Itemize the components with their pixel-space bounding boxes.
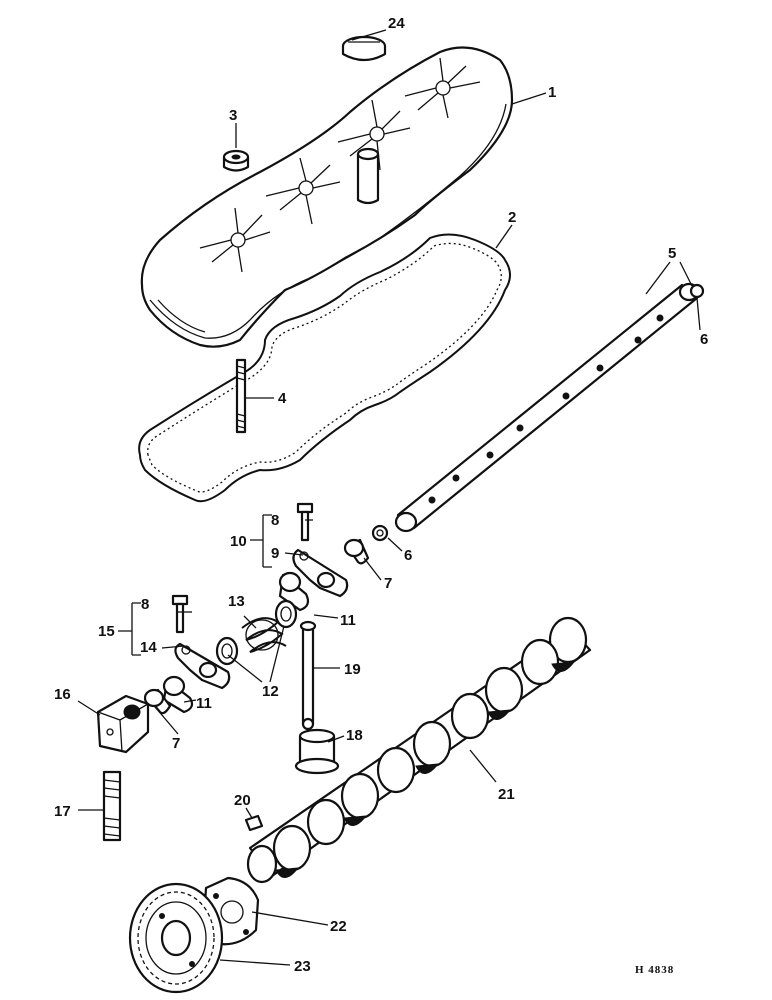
callout-4: 4 xyxy=(278,390,287,407)
cover-stud xyxy=(235,358,247,434)
callout-6-lower: 6 xyxy=(404,547,412,564)
valve-spring xyxy=(241,617,287,653)
push-rod xyxy=(299,620,317,731)
callout-5: 5 xyxy=(668,245,676,262)
callout-24: 24 xyxy=(388,15,405,32)
callout-3: 3 xyxy=(229,107,237,124)
callout-1: 1 xyxy=(548,84,556,101)
shaft-plug-upper xyxy=(689,283,705,299)
valve-cover xyxy=(140,46,514,348)
rocker-arm-lower xyxy=(174,642,231,690)
callout-11-lower: 11 xyxy=(196,695,212,712)
leader-lines xyxy=(77,29,701,966)
valve-cover-gasket xyxy=(138,233,511,503)
rocker-bushing-upper xyxy=(278,571,310,612)
rocker-support xyxy=(96,694,150,754)
shaft-plug-lower xyxy=(371,524,389,542)
callout-13: 13 xyxy=(228,593,245,610)
callout-20: 20 xyxy=(234,792,251,809)
camshaft-key xyxy=(244,814,264,832)
callout-7-lower: 7 xyxy=(172,735,180,752)
rocker-spacer-upper xyxy=(343,538,370,565)
drawing-code: H 4838 xyxy=(635,964,674,976)
callout-8-upper: 8 xyxy=(271,512,279,529)
support-stud xyxy=(102,770,122,842)
callout-12: 12 xyxy=(262,683,279,700)
rocker-arm-upper xyxy=(292,548,349,598)
callout-23: 23 xyxy=(294,958,311,975)
rocker-shaft xyxy=(394,282,700,533)
camshaft-gear xyxy=(128,882,224,994)
rocker-spacer-lower xyxy=(143,688,172,715)
valve-lifter xyxy=(294,728,340,775)
rocker-bushing-lower xyxy=(162,675,194,714)
camshaft xyxy=(246,616,592,884)
callout-7-upper: 7 xyxy=(384,575,392,592)
callout-17: 17 xyxy=(54,803,71,820)
callout-8-lower: 8 xyxy=(141,596,149,613)
callout-14: 14 xyxy=(140,639,157,656)
rocker-bolt-lower xyxy=(171,594,189,634)
rocker-bolt-upper xyxy=(296,502,314,542)
callout-16: 16 xyxy=(54,686,71,703)
callout-2: 2 xyxy=(508,209,516,226)
oil-filler-cap xyxy=(341,35,387,62)
callout-22: 22 xyxy=(330,918,347,935)
callout-18: 18 xyxy=(346,727,363,744)
callout-10: 10 xyxy=(230,533,247,550)
callout-9: 9 xyxy=(271,545,279,562)
cover-nut xyxy=(222,149,250,172)
callout-21: 21 xyxy=(498,786,515,803)
callout-19: 19 xyxy=(344,661,361,678)
callout-labels: 24 1 3 2 5 6 4 8 10 9 6 7 13 11 8 15 14 … xyxy=(54,15,708,975)
callout-6-upper: 6 xyxy=(700,331,708,348)
callout-11-upper: 11 xyxy=(340,612,356,629)
callout-15: 15 xyxy=(98,623,115,640)
